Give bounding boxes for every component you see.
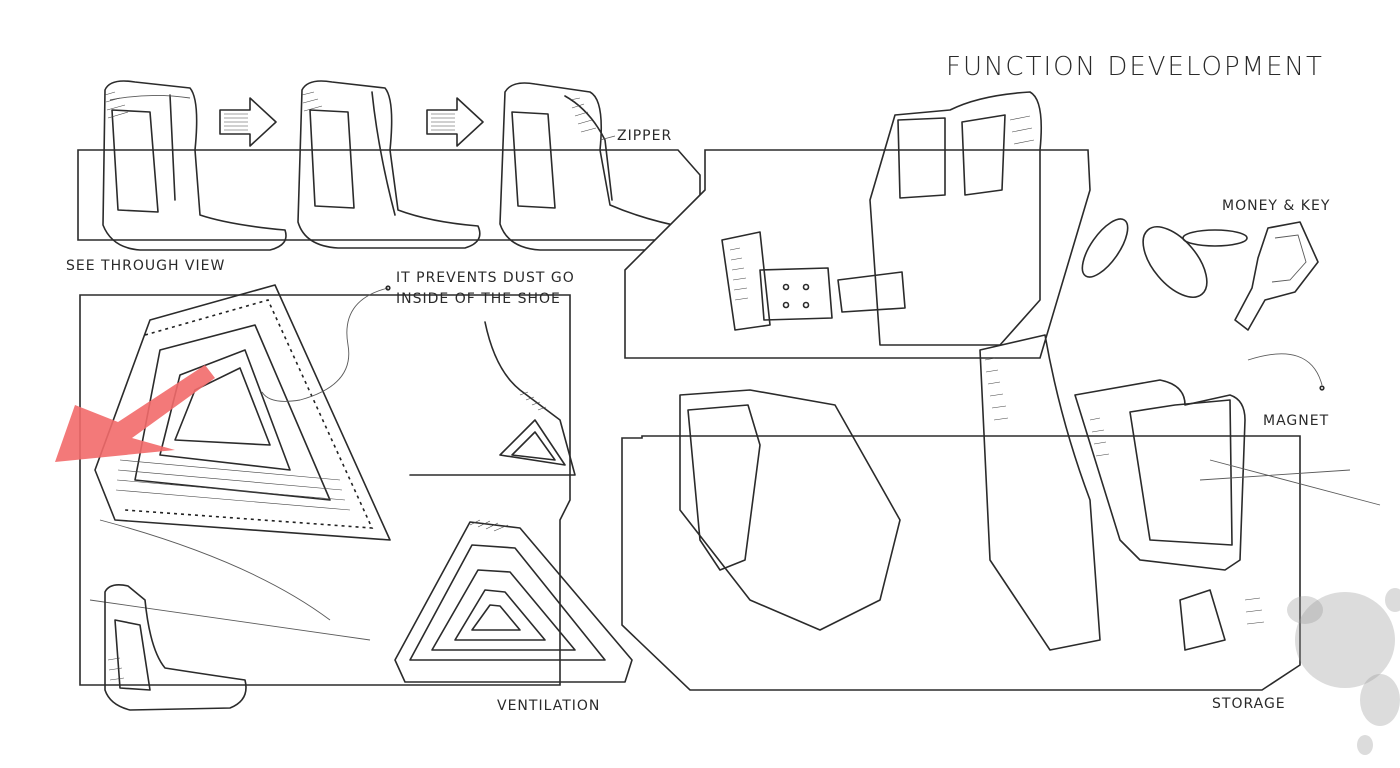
- storage-callout: STORAGE: [1212, 696, 1286, 712]
- airflow-arrow-icon: [55, 365, 215, 462]
- coin-icon: [1182, 229, 1248, 247]
- zipper-panel: [77, 149, 701, 241]
- sheet-title: FUNCTION DEVELOPMENT: [946, 52, 1324, 82]
- boot-sketch-open: [499, 82, 690, 251]
- magnet-callout: MAGNET: [1263, 413, 1330, 429]
- ink-splatter-icon: [1287, 588, 1400, 755]
- ventilation-callout: VENTILATION: [497, 698, 601, 714]
- vent-small-sketch: [409, 321, 576, 476]
- zipper-callout: ZIPPER: [617, 128, 673, 144]
- coin-icon: [1081, 218, 1129, 278]
- money-key-sketch: [1081, 218, 1319, 331]
- strap-closeup-sketch: [721, 91, 1043, 346]
- storage-sketch: [679, 334, 1381, 651]
- strap-panel: [624, 149, 1091, 359]
- money-key-callout: MONEY & KEY: [1222, 198, 1331, 214]
- dust-callout: IT PREVENTS DUST GO INSIDE OF THE SHOE: [396, 270, 575, 307]
- ventilation-sketch: [394, 519, 633, 683]
- boot-sketch-closed: [102, 80, 287, 251]
- boot-sketch-opening: [297, 80, 481, 249]
- arrow-right-icon: [219, 97, 277, 147]
- storage-panel: [621, 435, 1301, 691]
- arrow-right-icon: [426, 97, 484, 147]
- coin-icon: [1142, 226, 1208, 298]
- see-through-callout: SEE THROUGH VIEW: [66, 258, 226, 274]
- boot-sketch-small: [104, 584, 247, 711]
- key-icon: [1234, 221, 1319, 331]
